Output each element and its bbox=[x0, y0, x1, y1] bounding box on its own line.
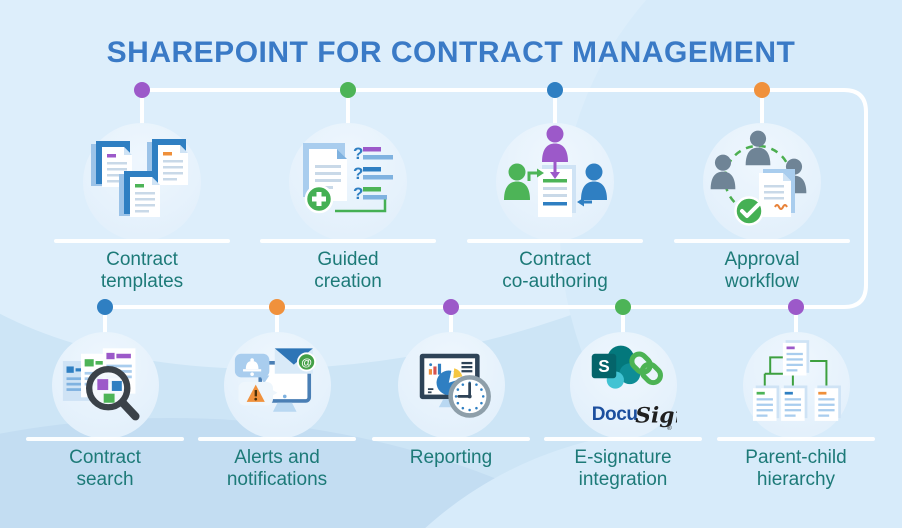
feature-e-signature-integration: S Docu Sign ® E-signature integration bbox=[535, 332, 711, 491]
timeline-dot bbox=[754, 82, 770, 98]
timeline-dot bbox=[547, 82, 563, 98]
feature-bubble bbox=[496, 123, 614, 241]
svg-text:Docu: Docu bbox=[591, 404, 637, 425]
svg-text:®: ® bbox=[667, 424, 672, 432]
contract-co-authoring-icon bbox=[504, 125, 607, 217]
svg-text:@: @ bbox=[301, 357, 312, 369]
feature-label: Reporting bbox=[409, 446, 493, 468]
timeline-dot bbox=[615, 299, 631, 315]
timeline-dot bbox=[269, 299, 285, 315]
guided-creation-icon: ? ? ? bbox=[303, 143, 393, 214]
svg-text:?: ? bbox=[353, 164, 363, 183]
contract-templates-icon bbox=[91, 139, 188, 217]
ground-line bbox=[372, 437, 530, 441]
bell-bubble-icon bbox=[234, 353, 269, 384]
timeline-dot bbox=[97, 299, 113, 315]
clock-icon bbox=[447, 375, 491, 418]
feature-contract-search: Contract search bbox=[17, 332, 193, 491]
feature-label: Contract templates bbox=[100, 248, 184, 292]
feature-bubble bbox=[703, 123, 821, 241]
svg-text:?: ? bbox=[353, 144, 363, 163]
feature-contract-co-authoring: Contract co-authoring bbox=[455, 123, 655, 293]
timeline-dot bbox=[340, 82, 356, 98]
ground-line bbox=[198, 437, 356, 441]
ground-line bbox=[674, 239, 850, 243]
ground-line bbox=[544, 437, 702, 441]
sharepoint-logo: S bbox=[591, 345, 640, 389]
feature-alerts-notifications: @ Alerts and notifications bbox=[189, 332, 365, 491]
feature-guided-creation: ? ? ? Guided creation bbox=[248, 123, 448, 293]
feature-contract-templates: Contract templates bbox=[42, 123, 242, 293]
svg-text:?: ? bbox=[353, 184, 363, 203]
alerts-notifications-icon: @ bbox=[234, 348, 316, 412]
ground-line bbox=[54, 239, 230, 243]
ground-line bbox=[717, 437, 875, 441]
reporting-icon bbox=[419, 353, 491, 418]
contract-search-icon bbox=[62, 348, 140, 421]
parent-child-hierarchy-icon bbox=[752, 340, 841, 421]
approval-workflow-icon bbox=[710, 130, 807, 226]
feature-reporting: Reporting bbox=[363, 332, 539, 469]
feature-parent-child-hierarchy: Parent-child hierarchy bbox=[708, 332, 884, 491]
warning-bubble-icon bbox=[238, 381, 277, 406]
timeline-dot bbox=[134, 82, 150, 98]
feature-bubble bbox=[51, 332, 159, 439]
timeline-dot bbox=[788, 299, 804, 315]
feature-label: Parent-child hierarchy bbox=[745, 446, 847, 490]
page-title: SHAREPOINT FOR CONTRACT MANAGEMENT bbox=[106, 36, 796, 69]
feature-bubble: @ bbox=[223, 332, 331, 439]
ground-line bbox=[467, 239, 643, 243]
email-icon: @ bbox=[274, 348, 316, 374]
feature-label: Guided creation bbox=[314, 248, 382, 292]
e-signature-integration-icon: S Docu Sign ® bbox=[591, 345, 677, 432]
ground-line bbox=[26, 437, 184, 441]
feature-label: Contract search bbox=[69, 446, 141, 490]
feature-bubble bbox=[742, 332, 850, 439]
ground-line bbox=[260, 239, 436, 243]
timeline-dot bbox=[443, 299, 459, 315]
svg-text:S: S bbox=[598, 356, 610, 376]
feature-label: E-signature integration bbox=[574, 446, 672, 490]
feature-label: Alerts and notifications bbox=[226, 446, 328, 490]
feature-bubble bbox=[397, 332, 505, 439]
feature-bubble bbox=[83, 123, 201, 241]
feature-bubble: S Docu Sign ® bbox=[569, 332, 677, 439]
feature-bubble: ? ? ? bbox=[289, 123, 407, 241]
svg-text:Sign: Sign bbox=[635, 404, 677, 429]
link-icon bbox=[628, 351, 663, 386]
feature-label: Contract co-authoring bbox=[502, 248, 608, 292]
docusign-logo: Docu Sign ® bbox=[591, 404, 676, 432]
feature-approval-workflow: Approval workflow bbox=[662, 123, 862, 293]
feature-label: Approval workflow bbox=[724, 248, 800, 292]
